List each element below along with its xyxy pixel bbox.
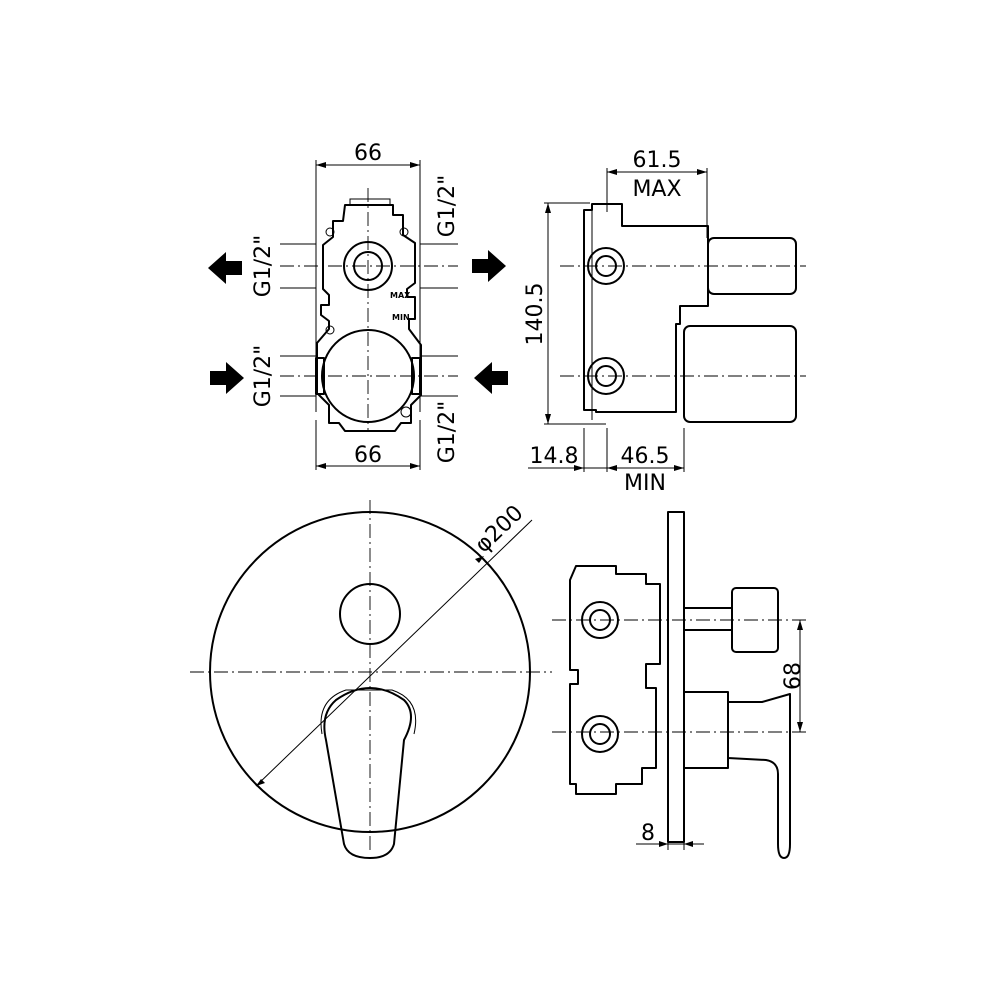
assembly-view: 68 8	[552, 511, 806, 859]
arrow-right-icon	[472, 250, 506, 282]
screw	[400, 406, 412, 418]
dim-width-top: 66	[354, 141, 382, 166]
mark-max: MAX	[390, 291, 411, 300]
dim-thickness: 8	[641, 821, 655, 846]
diverter-stem	[683, 607, 733, 631]
port-label-top-right: G1/2"	[435, 175, 460, 238]
valve-body-outline	[316, 204, 422, 432]
screw	[399, 227, 409, 237]
port-label-bottom-left: G1/2"	[251, 345, 276, 408]
dim-diameter: φ200	[470, 501, 528, 558]
dim-line-diameter	[255, 519, 533, 787]
assembly-port-bottom-inner	[589, 723, 611, 745]
mixer-lever	[727, 693, 791, 859]
dim-depth-min: 46.5	[621, 444, 670, 469]
arrow-right-icon	[210, 362, 244, 394]
mixer-body	[683, 691, 729, 769]
side-view: 61.5 MAX 140.5 14.8 46.5 MIN	[523, 148, 806, 496]
front-view: 66 66 MAX MIN	[208, 141, 508, 470]
dim-offset: 14.8	[530, 444, 579, 469]
mark-min: MIN	[392, 313, 410, 322]
port-label-bottom-right: G1/2"	[435, 401, 460, 464]
dim-height: 140.5	[523, 283, 548, 346]
lever-base	[320, 689, 417, 735]
valve-cap	[349, 198, 391, 205]
plate-view: φ200	[190, 500, 552, 859]
screw	[325, 227, 335, 237]
assembly-port-bottom	[581, 715, 619, 753]
arrow-left-icon	[474, 362, 508, 394]
screw	[325, 325, 335, 335]
assembly-body-outline	[569, 565, 661, 795]
dim-arrowheads	[659, 841, 693, 847]
dim-depth-min-label: MIN	[624, 471, 666, 496]
assembly-plate	[667, 511, 685, 843]
dim-width-bottom: 66	[354, 443, 382, 468]
dim-depth-max-label: MAX	[632, 177, 681, 202]
dim-spacing: 68	[781, 662, 806, 690]
arrow-left-icon	[208, 252, 242, 284]
cartridge-bottom	[683, 325, 797, 423]
port-label-top-left: G1/2"	[251, 235, 276, 298]
dim-arrowheads	[607, 169, 707, 175]
dim-depth-max: 61.5	[633, 148, 682, 173]
side-body-outline	[583, 203, 709, 413]
lever-handle	[323, 687, 412, 859]
